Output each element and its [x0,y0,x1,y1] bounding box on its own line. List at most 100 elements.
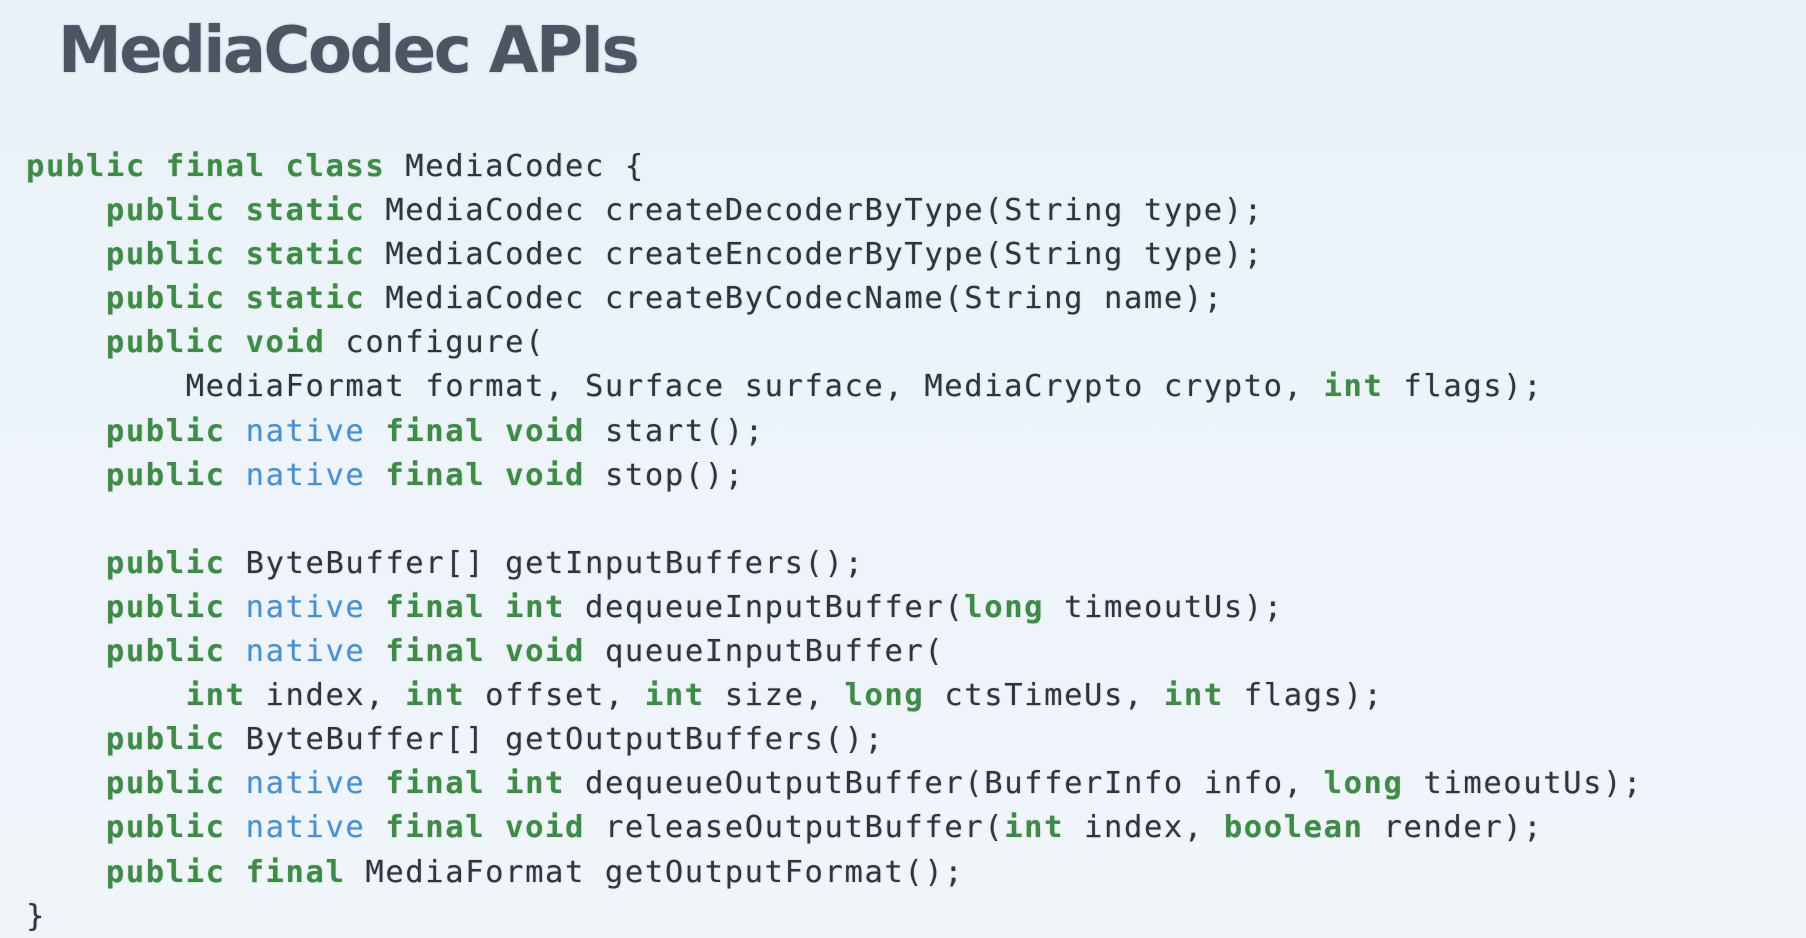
code-text: releaseOutputBuffer( [585,810,1005,846]
code-text: ByteBuffer[] getOutputBuffers(); [225,722,885,758]
code-text: index, [245,678,406,714]
code-text: configure( [325,325,546,361]
code-text [226,634,246,669]
code-text: queueInputBuffer( [585,634,945,670]
code-line: public native final void start(); [26,410,1643,454]
code-line: public static MediaCodec createEncoderBy… [26,233,1643,277]
code-keyword: public final class [26,149,386,184]
code-keyword: int [1323,369,1384,405]
code-keyword: long [1323,766,1404,802]
code-text [226,766,246,801]
code-native-keyword: native [245,810,366,846]
code-text: timeoutUs); [1403,766,1644,802]
code-keyword: final void [385,810,585,846]
code-line: public static MediaCodec createDecoderBy… [26,189,1643,233]
code-text: MediaCodec createByCodecName(String name… [365,281,1224,317]
code-indent [26,325,106,360]
code-text: MediaFormat format, Surface surface, Med… [185,369,1324,405]
code-keyword: public [105,722,226,758]
code-keyword: final void [385,634,585,670]
code-line: public static MediaCodec createByCodecNa… [26,277,1643,321]
code-line: public final class MediaCodec { [26,145,1643,189]
code-indent [26,193,106,228]
code-text: ByteBuffer[] getInputBuffers(); [225,545,865,581]
code-native-keyword: native [245,457,366,493]
code-text: offset, [465,678,645,714]
code-text: stop(); [585,457,745,493]
code-line: MediaFormat format, Surface surface, Med… [26,365,1643,409]
code-line: int index, int offset, int size, long ct… [26,674,1643,718]
code-text [226,590,246,625]
code-keyword: final void [385,413,585,449]
code-native-keyword: native [245,634,366,670]
code-keyword: int [1004,810,1065,846]
code-keyword: long [844,678,925,714]
code-line [26,498,1643,542]
code-keyword: long [964,589,1045,625]
code-keyword: int [185,678,246,714]
code-text: size, [704,678,845,714]
code-indent [26,810,106,845]
code-text [365,810,385,845]
code-indent [26,281,106,316]
code-text: flags); [1223,678,1384,714]
code-indent [26,590,106,625]
code-indent [26,458,106,493]
code-line: public native final void queueInputBuffe… [26,630,1643,674]
code-keyword: public [105,545,226,581]
code-keyword: public [105,810,226,846]
code-keyword: final int [385,589,566,625]
code-keyword: public [105,589,226,625]
code-keyword: int [1163,678,1224,714]
code-indent [26,634,106,669]
code-text [365,766,385,801]
code-indent [26,546,106,581]
slide-title: MediaCodec APIs [58,14,640,88]
code-indent [26,678,186,713]
code-keyword: public [105,457,226,493]
code-text: dequeueInputBuffer( [565,589,965,625]
code-keyword: public [105,766,226,802]
code-native-keyword: native [245,589,366,625]
code-text: MediaCodec createEncoderByType(String ty… [365,237,1264,273]
code-keyword: public static [105,281,366,317]
code-text: MediaCodec { [385,149,645,184]
code-keyword: int [405,678,466,714]
code-text: index, [1064,810,1224,846]
code-line: } [26,895,1643,938]
code-indent [26,722,106,757]
code-text [365,634,385,669]
code-text [365,458,385,493]
code-keyword: public static [105,193,366,229]
code-text: ctsTimeUs, [924,678,1164,714]
code-block: public final class MediaCodec { public s… [26,145,1643,938]
code-indent [26,855,106,890]
code-keyword: int [644,678,705,714]
code-indent [26,766,106,801]
code-indent [26,414,106,449]
code-line: public native final int dequeueInputBuff… [26,586,1643,630]
code-keyword: public final [105,854,346,890]
code-keyword: final int [385,766,566,802]
code-line: public ByteBuffer[] getOutputBuffers(); [26,718,1643,762]
code-indent [26,237,106,272]
code-line: public final MediaFormat getOutputFormat… [26,851,1643,895]
code-line: public void configure( [26,321,1643,365]
code-text: timeoutUs); [1044,589,1284,625]
code-line: public native final int dequeueOutputBuf… [26,762,1643,806]
code-text [365,414,385,449]
code-text: flags); [1383,369,1544,405]
code-indent [26,369,186,404]
code-line: public ByteBuffer[] getInputBuffers(); [26,542,1643,586]
code-text: } [26,898,46,934]
code-line: public native final void releaseOutputBu… [26,806,1643,850]
code-text: MediaCodec createDecoderByType(String ty… [365,193,1264,229]
code-text: MediaFormat getOutputFormat(); [345,854,965,890]
code-keyword: public static [105,237,366,273]
code-text [226,810,246,845]
code-native-keyword: native [245,413,366,449]
code-keyword: public [105,413,226,449]
code-keyword: public [105,634,226,670]
code-keyword: public void [105,325,326,361]
